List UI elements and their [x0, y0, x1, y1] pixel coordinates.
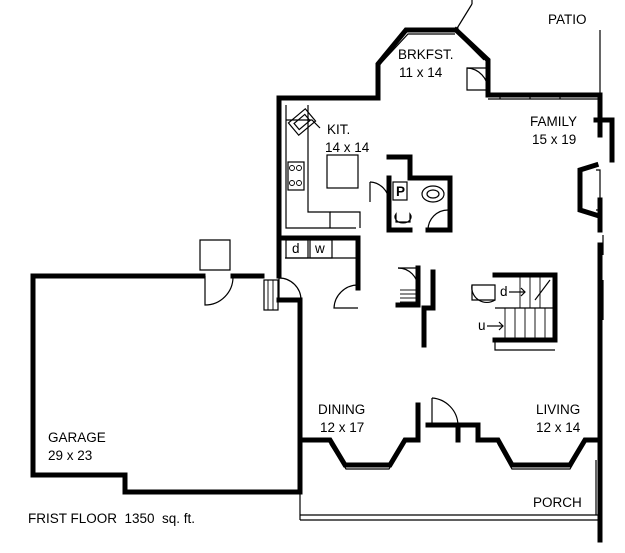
main-stair: d u [471, 272, 558, 351]
kitchen-label: KIT. [327, 122, 350, 137]
closet-stair-treads [400, 289, 416, 303]
kitchen-counters [285, 105, 361, 229]
garage-label: GARAGE [48, 430, 106, 445]
dining-size: 12 x 17 [320, 420, 364, 435]
breakfast-size: 11 x 14 [399, 65, 443, 80]
front-door [431, 397, 459, 426]
coat-closet [395, 265, 436, 348]
dryer-label: d [292, 241, 300, 256]
kitchen-size: 14 x 14 [325, 140, 370, 155]
pantry-label: P [396, 184, 405, 199]
breakfast-label: BRKFST. [398, 47, 454, 62]
kitchen-sink [287, 107, 317, 137]
front-walls [297, 402, 603, 468]
stair-up-label: u [478, 318, 486, 333]
floor-caption: FRIST FLOOR 1350 sq. ft. [28, 511, 195, 526]
stove-burners [289, 165, 302, 186]
dining-label: DINING [318, 402, 365, 417]
pantry-powder-block: P [369, 154, 453, 233]
bay-windows-front [329, 443, 585, 470]
patio-outline [455, 0, 601, 95]
breakfast-bay-windows [381, 33, 598, 100]
stair-down-label: d [500, 284, 508, 299]
washer-label: w [314, 241, 325, 256]
family-size: 15 x 19 [532, 132, 576, 147]
fireplace [577, 117, 615, 219]
breakfast-patio-door [466, 67, 489, 91]
garage-size: 29 x 23 [48, 448, 92, 463]
living-label: LIVING [536, 402, 580, 417]
kitchen-island [326, 154, 359, 189]
laundry-doors [278, 277, 359, 309]
porch-outline [299, 460, 601, 521]
garage-walls [30, 273, 303, 495]
living-size: 12 x 14 [536, 420, 581, 435]
garage-entry-door [199, 239, 234, 306]
patio-label: PATIO [548, 12, 587, 27]
garage-steps [263, 279, 279, 311]
washer-dryer: d w [285, 239, 333, 259]
family-label: FAMILY [530, 114, 577, 129]
porch-label: PORCH [533, 495, 582, 510]
